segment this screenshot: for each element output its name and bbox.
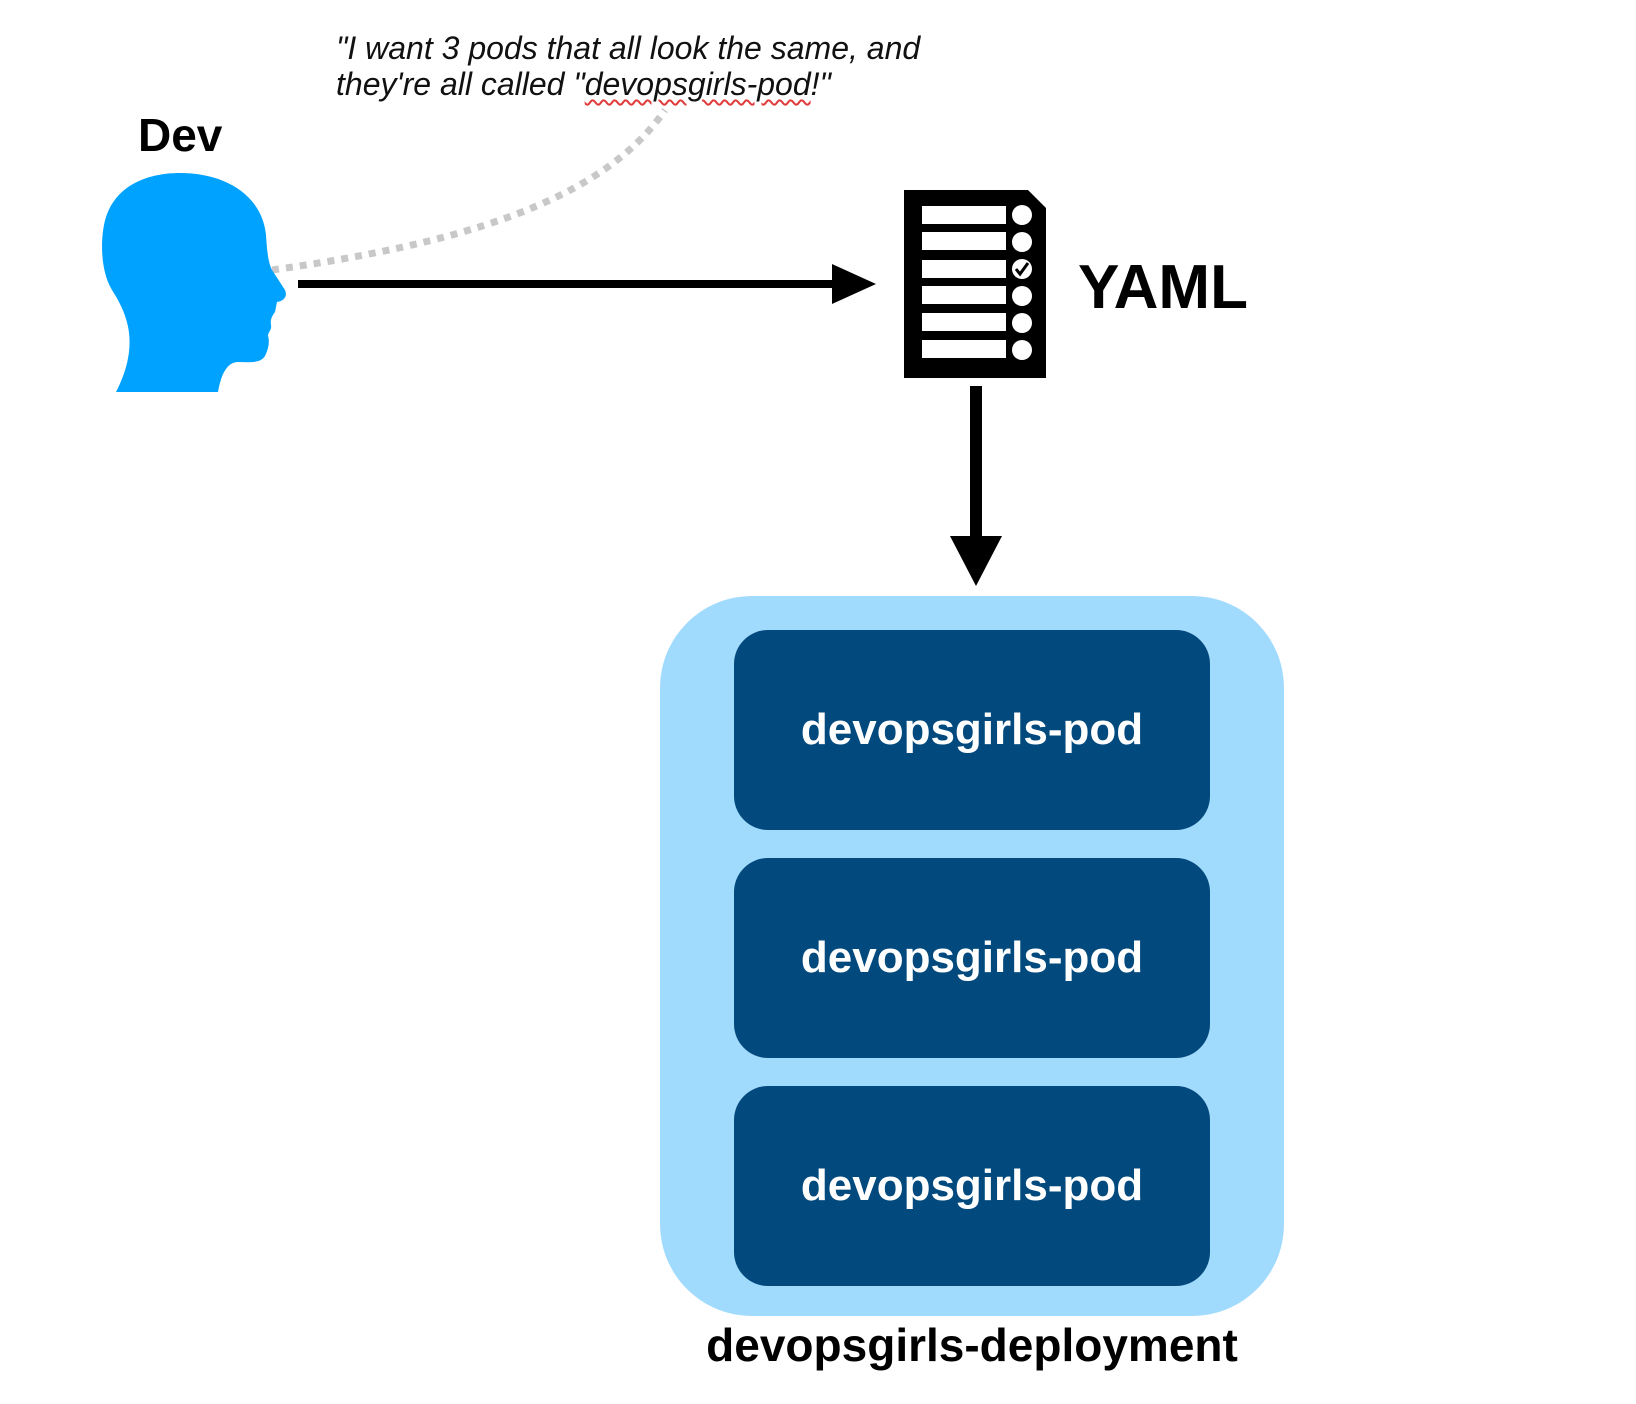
dev-quote: "I want 3 pods that all look the same, a… bbox=[336, 30, 920, 102]
dev-quote-line-2: they're all called "devopsgirls-pod!" bbox=[336, 66, 920, 102]
pod-box: devopsgirls-pod bbox=[734, 858, 1210, 1058]
pod-box: devopsgirls-pod bbox=[734, 1086, 1210, 1286]
dev-quote-pod-name: devopsgirls-pod bbox=[584, 66, 811, 102]
dev-quote-line-2-suffix: !" bbox=[810, 66, 831, 102]
arrow-dev-to-yaml-head bbox=[832, 264, 876, 304]
pod-label: devopsgirls-pod bbox=[800, 1161, 1144, 1210]
pod-label: devopsgirls-pod bbox=[800, 705, 1144, 754]
pod-box: devopsgirls-pod bbox=[734, 630, 1210, 830]
person-head-icon bbox=[102, 173, 286, 392]
pod-label: devopsgirls-pod bbox=[800, 933, 1144, 982]
deployment-label: devopsgirls-deployment bbox=[706, 1319, 1238, 1371]
speech-dotted-line bbox=[271, 108, 668, 274]
deployment-container: devopsgirls-pod devopsgirls-pod devopsgi… bbox=[660, 596, 1284, 1316]
dev-quote-line-2-prefix: they're all called " bbox=[336, 66, 585, 102]
yaml-label: YAML bbox=[1078, 253, 1248, 322]
dev-quote-line-1: "I want 3 pods that all look the same, a… bbox=[336, 30, 921, 66]
yaml-document-icon bbox=[904, 190, 1046, 378]
arrow-yaml-to-deployment-head bbox=[950, 536, 1002, 586]
dev-label: Dev bbox=[138, 109, 223, 161]
checkmark-icon bbox=[1014, 262, 1030, 277]
